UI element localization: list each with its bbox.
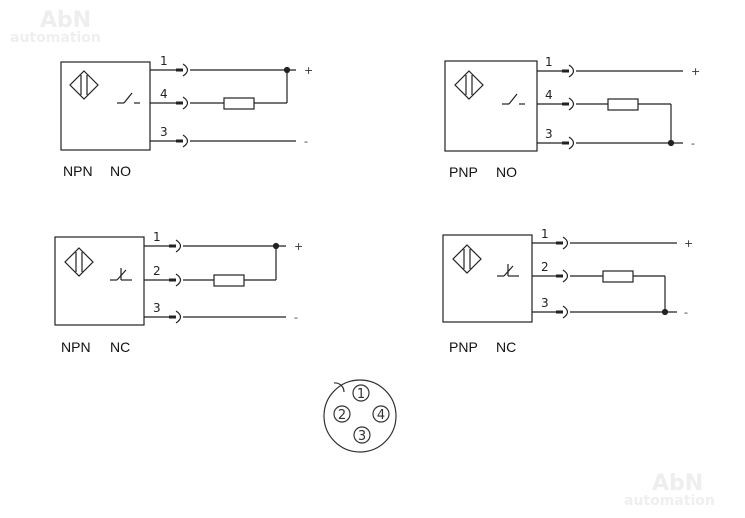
- watermark-brand: AbN: [652, 471, 703, 496]
- npn-no-labels: 1 4 3 + - NPN NO: [63, 54, 313, 179]
- watermark-bottom-right: AbN automation: [624, 471, 715, 509]
- contact-type-label: NO: [496, 164, 517, 180]
- pin-label: 3: [541, 296, 549, 310]
- plus-label: +: [684, 237, 693, 250]
- pin-connector-icon: [562, 69, 569, 145]
- output-type-label: NPN: [61, 339, 91, 355]
- sensor-body: [54, 236, 145, 326]
- connector-pin-label: 3: [358, 429, 366, 444]
- sensor-symbol-icon: [69, 70, 99, 100]
- minus-label: -: [304, 135, 308, 148]
- sensor-symbol-icon: [452, 244, 482, 274]
- connector-pin-label: 2: [338, 408, 346, 423]
- plus-label: +: [691, 65, 700, 78]
- sensor-body: [60, 61, 151, 151]
- junction-dot: [272, 242, 280, 250]
- pin-label: 1: [160, 54, 168, 68]
- connector-pin: [352, 384, 370, 402]
- connector-pin: [333, 405, 351, 423]
- contact-type-label: NC: [110, 339, 130, 355]
- watermark-tagline: automation: [10, 30, 101, 46]
- contact-type-label: NO: [110, 163, 131, 179]
- pin-label: 4: [160, 87, 168, 101]
- pin-label: 3: [545, 127, 553, 141]
- minus-label: -: [691, 137, 695, 150]
- pin-connector-icon: [169, 244, 176, 319]
- connector-pin: [372, 405, 390, 423]
- plus-label: +: [294, 240, 303, 253]
- output-type-label: NPN: [63, 163, 93, 179]
- pin-label: 2: [153, 264, 161, 278]
- output-type-label: PNP: [449, 164, 478, 180]
- diagram-npn-no: [60, 61, 296, 151]
- keying-notch-icon: [333, 382, 345, 393]
- pnp-nc-labels: 1 2 3 + - PNP NC: [449, 227, 693, 355]
- no-contact-switch-icon: [117, 92, 140, 104]
- sensor-body: [444, 60, 538, 152]
- load-resistor: [223, 97, 255, 110]
- npn-nc-labels: 1 2 3 + - NPN NC: [61, 230, 303, 355]
- load-resistor: [607, 98, 639, 111]
- pin-label: 1: [545, 55, 553, 69]
- no-contact-switch-icon: [502, 93, 525, 105]
- sensor-symbol-icon: [454, 70, 484, 100]
- watermark-brand: AbN: [40, 8, 91, 33]
- output-type-label: PNP: [449, 339, 478, 355]
- pin-connector-icon: [556, 241, 563, 314]
- pin-label: 3: [160, 125, 168, 139]
- watermark-top-left: AbN automation: [10, 8, 101, 46]
- connector-pin-labels: 1 2 4 3: [338, 387, 385, 444]
- pin-label: 4: [545, 88, 553, 102]
- junction-dot: [283, 66, 291, 74]
- connector-pin-label: 4: [377, 408, 385, 423]
- pin-connector-icon: [176, 68, 183, 143]
- minus-label: -: [684, 306, 688, 319]
- connector-pin-label: 1: [357, 387, 365, 402]
- connector-face: [323, 379, 397, 453]
- watermark-tagline: automation: [624, 493, 715, 509]
- diagram-pnp-no: [444, 60, 683, 152]
- load-resistor: [213, 274, 245, 287]
- pin-label: 1: [541, 227, 549, 241]
- diagram-npn-nc: [54, 236, 286, 326]
- sensor-symbol-icon: [64, 247, 94, 277]
- connector-outline: [323, 379, 397, 453]
- pin-label: 1: [153, 230, 161, 244]
- nc-contact-switch-icon: [497, 264, 519, 277]
- sensor-body: [442, 234, 533, 323]
- connector-pin: [353, 426, 371, 444]
- pin-label: 3: [153, 301, 161, 315]
- plus-label: +: [304, 64, 313, 77]
- contact-type-label: NC: [496, 339, 516, 355]
- nc-contact-switch-icon: [110, 268, 132, 281]
- pin-label: 2: [541, 260, 549, 274]
- minus-label: -: [294, 311, 298, 324]
- diagram-pnp-nc: [442, 234, 677, 323]
- load-resistor: [602, 270, 634, 283]
- pnp-no-labels: 1 4 3 + - PNP NO: [449, 55, 700, 180]
